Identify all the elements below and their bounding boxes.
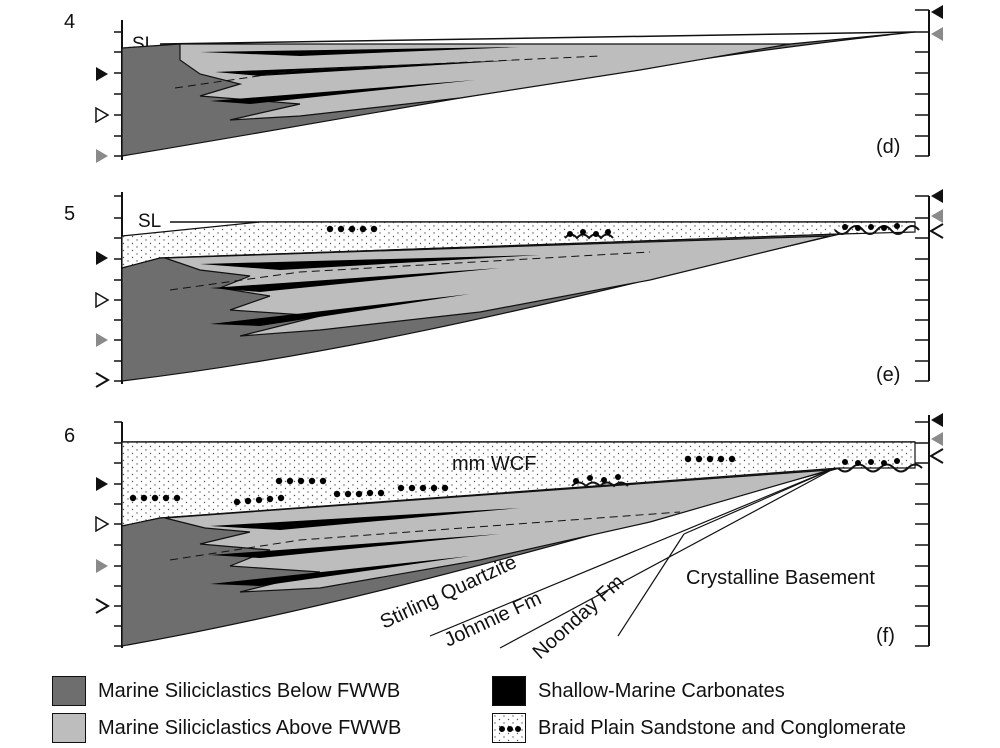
carbonate-tongue (200, 47, 520, 56)
gray-triangle-marker (96, 149, 108, 163)
panel-number: 4 (64, 11, 75, 33)
right-axis (915, 9, 930, 157)
formation-boundaries (429, 467, 836, 649)
legend-label: Marine Siliciclastics Above FWWB (98, 716, 402, 739)
light-siliciclastic-wedge (164, 469, 831, 593)
carbonate-tongue (210, 268, 500, 292)
legend-label: Braid Plain Sandstone and Conglomerate (538, 716, 907, 739)
panel-letter: (d) (876, 136, 900, 158)
gray-triangle-marker (931, 432, 943, 446)
black-triangle-marker (96, 67, 108, 81)
unconformity-with-clasts (571, 474, 629, 488)
left-axis (114, 192, 123, 384)
conglomerate-dots (129, 455, 736, 506)
light-siliciclastic-wedge (179, 43, 791, 121)
left-axis (114, 20, 123, 160)
carbonate-tongue (210, 508, 520, 530)
crystalline-basement-label: Crystalline Basement (686, 567, 875, 589)
gray-triangle-marker (96, 333, 108, 347)
gray-triangle-marker (96, 559, 108, 573)
caret-marker (929, 448, 944, 464)
noonday-fm-label: Noonday Fm (529, 571, 629, 664)
carbonate-tongue (200, 255, 540, 270)
legend-swatch-light-gray (52, 713, 86, 743)
black-triangle-marker (931, 413, 943, 427)
black-triangle-marker (931, 5, 943, 19)
carbonate-tongue (215, 60, 520, 76)
dashed-surface (169, 511, 681, 561)
legend-label: Shallow-Marine Carbonates (538, 679, 785, 702)
carbonate-tongue (210, 80, 475, 104)
unconformity-with-clasts (564, 229, 614, 240)
dashed-surface (169, 251, 651, 291)
panel-d: 4 SL (d) (64, 5, 943, 163)
black-triangle-marker (96, 477, 108, 491)
conglomerate-dots (326, 225, 378, 233)
sea-level-label: SL (138, 211, 161, 232)
open-triangle-marker (95, 515, 110, 533)
panel-letter: (e) (876, 364, 900, 386)
legend-item-below-fwwb: Marine Siliciclastics Below FWWB (52, 676, 400, 706)
right-axis (915, 415, 930, 647)
panel-number: 5 (64, 203, 75, 225)
wcf-label: mm WCF (452, 453, 536, 475)
legend-label: Marine Siliciclastics Below FWWB (98, 679, 401, 702)
caret-marker (929, 223, 944, 239)
open-triangle-marker (95, 291, 110, 309)
panel-letter: (f) (876, 625, 895, 647)
unconformity-with-clasts (834, 223, 920, 235)
legend-item-above-fwwb: Marine Siliciclastics Above FWWB (52, 713, 401, 743)
carbonate-tongue (210, 294, 470, 326)
dashed-surface (174, 55, 601, 89)
caret-marker (95, 372, 110, 388)
legend-item-braid-plain: Braid Plain Sandstone and Conglomerate (492, 713, 906, 743)
open-triangle-marker (95, 106, 110, 124)
caret-marker (95, 598, 110, 614)
left-axis (114, 421, 123, 648)
legend-swatch-stipple (492, 713, 526, 743)
legend-swatch-dark-gray (52, 676, 86, 706)
sea-level-line (159, 31, 916, 45)
panel-f: 6 (64, 413, 944, 664)
legend-item-carbonates: Shallow-Marine Carbonates (492, 676, 785, 706)
right-axis (915, 195, 930, 382)
gray-triangle-marker (931, 27, 943, 41)
carbonate-tongue (210, 556, 470, 586)
unconformity-with-clasts (837, 458, 923, 473)
gray-triangle-marker (931, 209, 943, 223)
panel-e: 5 SL (64, 189, 944, 388)
legend-swatch-black (492, 676, 526, 706)
black-triangle-marker (931, 189, 943, 203)
carbonate-tongue (210, 534, 500, 558)
black-triangle-marker (96, 251, 108, 265)
panel-number: 6 (64, 425, 75, 447)
